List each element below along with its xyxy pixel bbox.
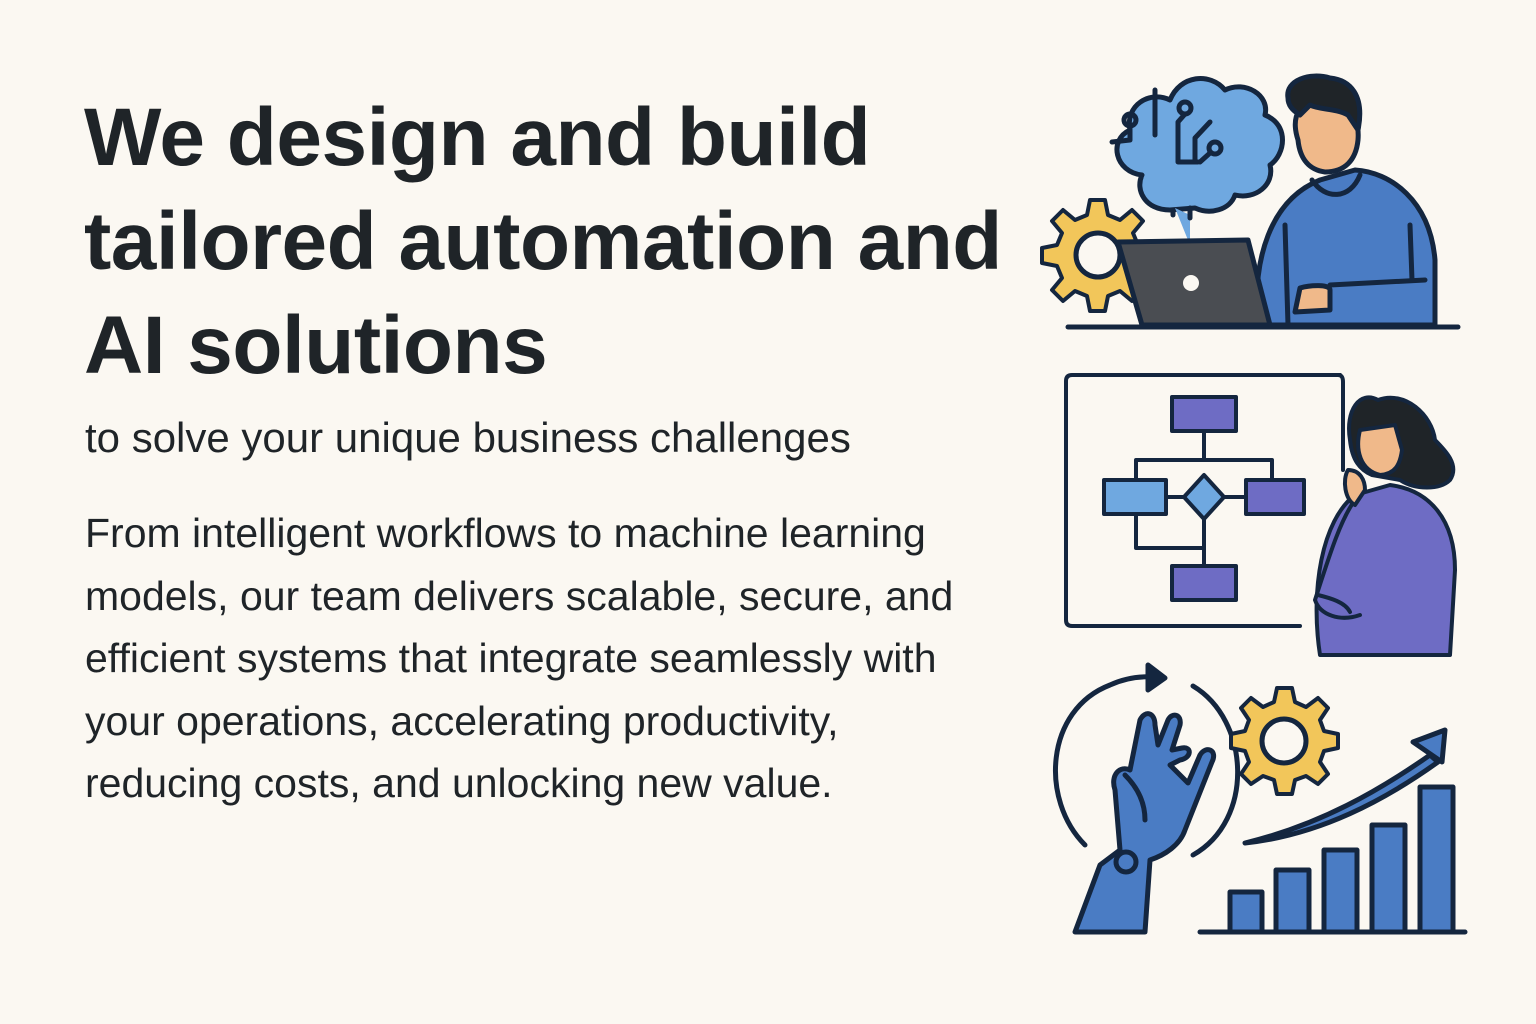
subheadline: to solve your unique business challenges — [85, 414, 851, 461]
person-flowchart-icon — [1064, 373, 1457, 657]
headline: We design and build tailored automation … — [84, 92, 1002, 391]
person-laptop-ai-brain-icon — [1040, 73, 1461, 330]
description: From intelligent workflows to machine le… — [85, 510, 954, 806]
robot-hand-growth-chart-icon — [1053, 662, 1468, 935]
